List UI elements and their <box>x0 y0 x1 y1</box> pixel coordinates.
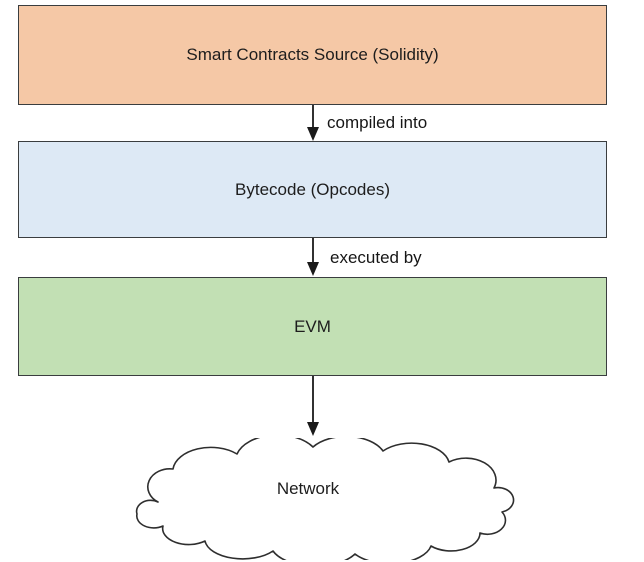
box-evm: EVM <box>18 277 607 376</box>
network-cloud-label: Network <box>276 479 340 498</box>
arrow-evm-to-network-icon <box>307 376 319 436</box>
arrow-label-executed-by: executed by <box>330 248 422 267</box>
box-bytecode: Bytecode (Opcodes) <box>18 141 607 238</box>
network-cloud-icon <box>135 438 515 560</box>
arrow-compiled-into-icon <box>307 105 319 141</box>
box-smart-contracts-source: Smart Contracts Source (Solidity) <box>18 5 607 105</box>
arrow-label-compiled-into: compiled into <box>327 113 428 132</box>
box-bytecode-label: Bytecode (Opcodes) <box>235 179 390 199</box>
box-smart-contracts-source-label: Smart Contracts Source (Solidity) <box>186 45 439 64</box>
arrow-executed-by-icon <box>307 238 319 276</box>
box-evm-label: EVM <box>294 316 331 336</box>
